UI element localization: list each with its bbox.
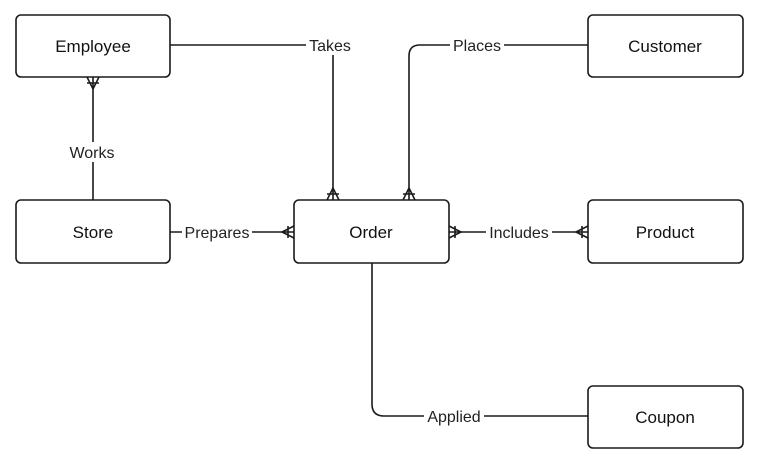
entity-product-label: Product — [636, 223, 695, 242]
entity-order-label: Order — [349, 223, 393, 242]
entity-coupon[interactable]: Coupon — [587, 385, 744, 449]
crowfoot-takes-order-icon — [326, 186, 340, 201]
edge-customer-places-order — [408, 44, 588, 200]
relationship-applied-label: Applied — [427, 409, 480, 426]
relationship-applied: Applied — [424, 406, 484, 426]
relationship-prepares-label: Prepares — [185, 225, 250, 242]
crowfoot-includes-order-icon — [448, 225, 463, 239]
entity-product[interactable]: Product — [587, 199, 744, 264]
relationship-works-label: Works — [69, 145, 114, 162]
entity-store[interactable]: Store — [15, 199, 171, 264]
crowfoot-prepares-order-icon — [280, 225, 295, 239]
edge-employee-takes-order — [170, 44, 334, 200]
relationship-prepares: Prepares — [182, 222, 252, 242]
entity-customer[interactable]: Customer — [587, 14, 744, 78]
relationship-takes: Takes — [306, 35, 354, 55]
relationship-places: Places — [450, 35, 504, 55]
crowfoot-places-order-icon — [402, 186, 416, 201]
crowfoot-includes-product-icon — [574, 225, 589, 239]
entity-coupon-label: Coupon — [635, 408, 695, 427]
relationship-takes-label: Takes — [309, 38, 351, 55]
crowfoot-works-employee-icon — [86, 76, 100, 91]
entity-customer-label: Customer — [628, 37, 702, 56]
edge-order-applied-coupon — [371, 263, 588, 417]
relationship-places-label: Places — [453, 38, 501, 55]
entity-employee-label: Employee — [55, 37, 131, 56]
entity-employee[interactable]: Employee — [15, 14, 171, 78]
relationship-includes: Includes — [486, 222, 552, 242]
entity-store-label: Store — [73, 223, 114, 242]
relationship-includes-label: Includes — [489, 225, 549, 242]
relationship-works: Works — [64, 142, 120, 162]
entity-order[interactable]: Order — [293, 199, 450, 264]
